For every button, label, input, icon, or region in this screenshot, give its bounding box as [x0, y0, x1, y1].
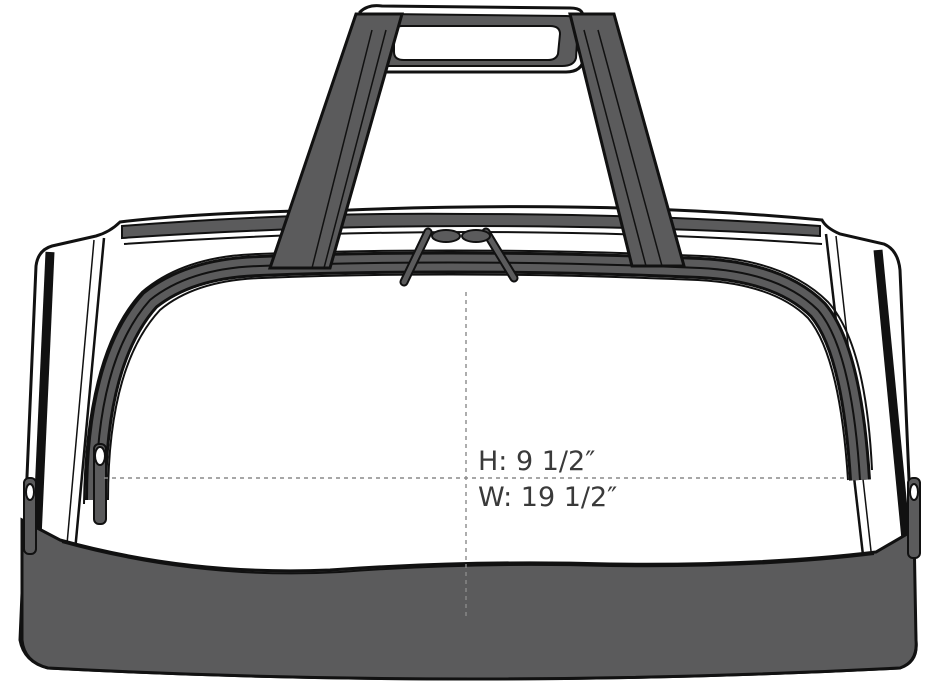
left-zipper-pull	[93, 443, 107, 525]
base-panel	[20, 517, 918, 681]
main-zipper-pulls	[399, 227, 519, 287]
front-pocket-zipper	[83, 249, 873, 505]
side-zipper-pull-right	[907, 477, 921, 559]
height-label: H: 9 1/2″	[478, 446, 595, 477]
width-label: W: 19 1/2″	[478, 482, 617, 513]
carry-straps	[267, 12, 686, 270]
dimension-guides	[104, 292, 846, 618]
side-zipper-pull-left	[23, 477, 37, 555]
